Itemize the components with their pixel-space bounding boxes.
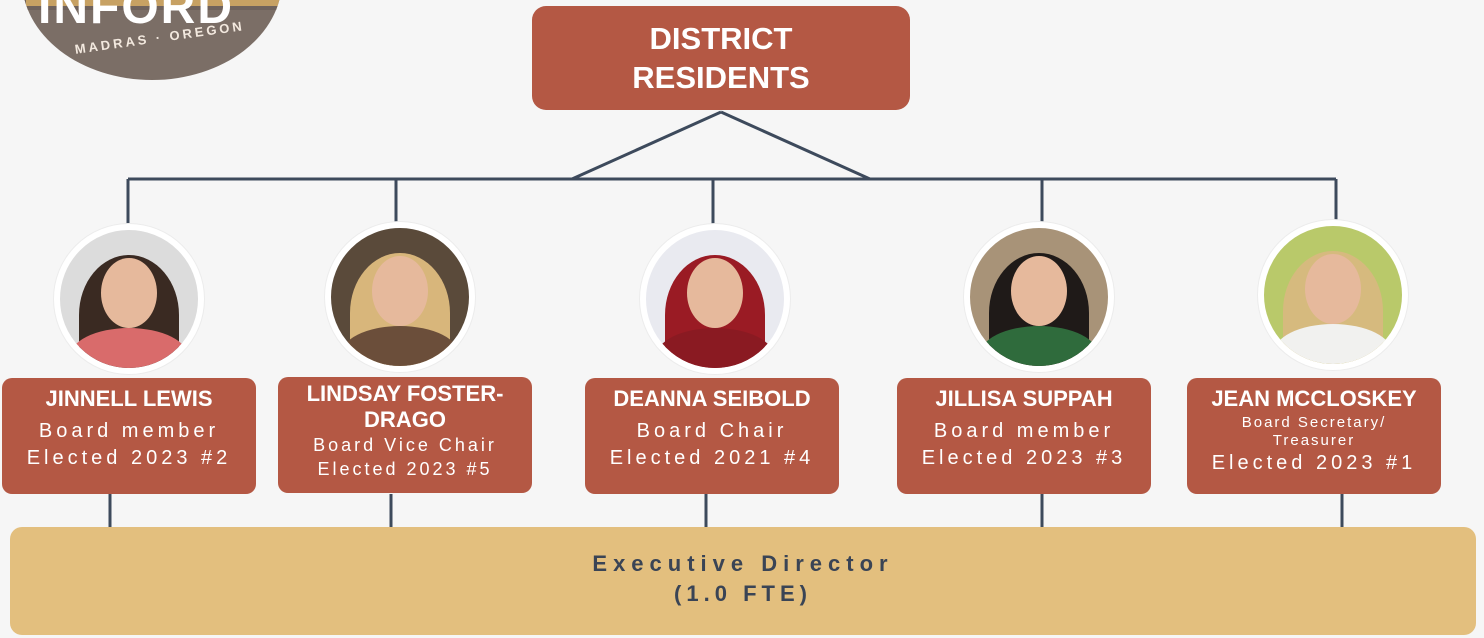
member-card: JINNELL LEWIS Board member Elected 2023 … xyxy=(2,378,256,494)
member-role: Board Vice Chair xyxy=(313,435,497,455)
member-name: JEAN MCCLOSKEY xyxy=(1211,386,1417,411)
district-residents-box: DISTRICT RESIDENTS xyxy=(532,6,910,110)
photo-face xyxy=(372,256,428,327)
member-photo-lindsay-foster-drago xyxy=(325,222,475,372)
logo-banner: INFORD xyxy=(22,0,282,34)
member-elected: Elected 2023 #1 xyxy=(1211,452,1417,474)
logo-wordmark: INFORD xyxy=(38,0,234,34)
photo-face xyxy=(1305,254,1361,325)
member-role: Board member xyxy=(38,420,220,442)
member-card: JILLISA SUPPAH Board member Elected 2023… xyxy=(897,378,1151,494)
member-card: LINDSAY FOSTER-DRAGO Board Vice Chair El… xyxy=(278,377,532,493)
photo-body xyxy=(655,328,775,368)
connector-apex-left xyxy=(571,110,722,181)
member-card: DEANNA SEIBOLD Board Chair Elected 2021 … xyxy=(585,378,839,494)
member-role: Board Secretary/ Treasurer xyxy=(1241,414,1387,449)
photo-body xyxy=(340,326,460,366)
member-name: JILLISA SUPPAH xyxy=(935,386,1113,411)
photo-face xyxy=(687,258,743,329)
member-elected: Elected 2023 #2 xyxy=(26,447,232,469)
district-residents-label: DISTRICT RESIDENTS xyxy=(632,21,810,95)
photo-face xyxy=(101,258,157,329)
member-elected: Elected 2021 #4 xyxy=(609,447,815,469)
executive-fte: (1.0 FTE) xyxy=(674,581,812,606)
member-photo-jinnell-lewis xyxy=(54,224,204,374)
photo-body xyxy=(979,326,1099,366)
connector-apex-right xyxy=(720,110,871,181)
member-photo-jean-mccloskey xyxy=(1258,220,1408,370)
photo-body xyxy=(1273,324,1393,364)
member-card: JEAN MCCLOSKEY Board Secretary/ Treasure… xyxy=(1187,378,1441,494)
member-role: Board Chair xyxy=(636,420,788,442)
member-photo-jillisa-suppah xyxy=(964,222,1114,372)
member-name: LINDSAY FOSTER-DRAGO xyxy=(306,381,504,432)
member-name: DEANNA SEIBOLD xyxy=(613,386,811,411)
photo-face xyxy=(1011,256,1067,327)
photo-body xyxy=(69,328,189,368)
executive-title: Executive Director xyxy=(592,551,894,576)
member-photo-deanna-seibold xyxy=(640,224,790,374)
member-elected: Elected 2023 #5 xyxy=(317,459,493,479)
member-elected: Elected 2023 #3 xyxy=(921,447,1127,469)
member-role: Board member xyxy=(933,420,1115,442)
member-name: JINNELL LEWIS xyxy=(45,386,213,411)
executive-director-box: Executive Director (1.0 FTE) xyxy=(10,527,1476,635)
